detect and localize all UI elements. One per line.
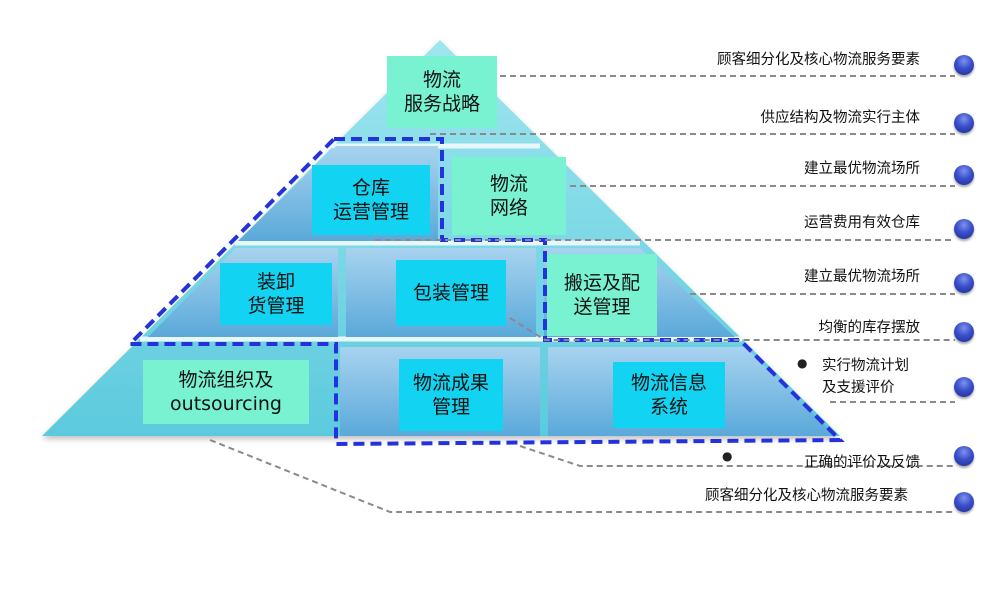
bullet-icon: ● <box>797 356 808 370</box>
blue-dot-icon <box>954 165 974 185</box>
logistics-strategy-box: 物流 服务战略 <box>387 56 497 128</box>
transport-delivery-box: 搬运及配 送管理 <box>547 254 657 336</box>
right-label: 顾客细分化及核心物流服务要素 <box>705 488 908 504</box>
right-label: 实行物流计划 及支援评价 <box>822 358 909 396</box>
right-label: 运营费用有效仓库 <box>804 215 920 231</box>
blue-dot-icon <box>954 219 974 239</box>
loading-management-box: 装卸 货管理 <box>220 263 332 325</box>
right-label: 均衡的库存摆放 <box>818 320 921 336</box>
warehouse-management-box: 仓库 运营管理 <box>312 165 430 235</box>
blue-dot-icon <box>954 113 974 133</box>
leader-line <box>509 317 955 341</box>
dashed-outline <box>125 137 845 447</box>
logistics-organization-box: 物流组织及 outsourcing <box>143 360 309 424</box>
blue-dot-icon <box>954 322 974 342</box>
leader-lines <box>209 75 955 513</box>
leader-line <box>519 445 955 467</box>
right-label: 建立最优物流场所 <box>804 161 920 177</box>
leader-line <box>209 439 955 513</box>
right-label: 供应结构及物流实行主体 <box>760 110 921 126</box>
right-label: 正确的评价及反馈 <box>804 455 920 471</box>
packaging-management-box: 包装管理 <box>396 260 506 326</box>
logistics-network-box: 物流 网络 <box>452 157 566 235</box>
blue-dot-icon <box>954 492 974 512</box>
blue-dot-icon <box>954 446 974 466</box>
right-label: 顾客细分化及核心物流服务要素 <box>717 52 920 68</box>
blue-dot-icon <box>954 377 974 397</box>
logistics-results-box: 物流成果 管理 <box>399 359 503 431</box>
logistics-info-system-box: 物流信息 系统 <box>613 362 725 428</box>
blue-dot-icon <box>954 273 974 293</box>
right-label: 建立最优物流场所 <box>804 269 920 285</box>
bullet-icon: ● <box>722 449 733 463</box>
blue-dot-icon <box>954 55 974 75</box>
